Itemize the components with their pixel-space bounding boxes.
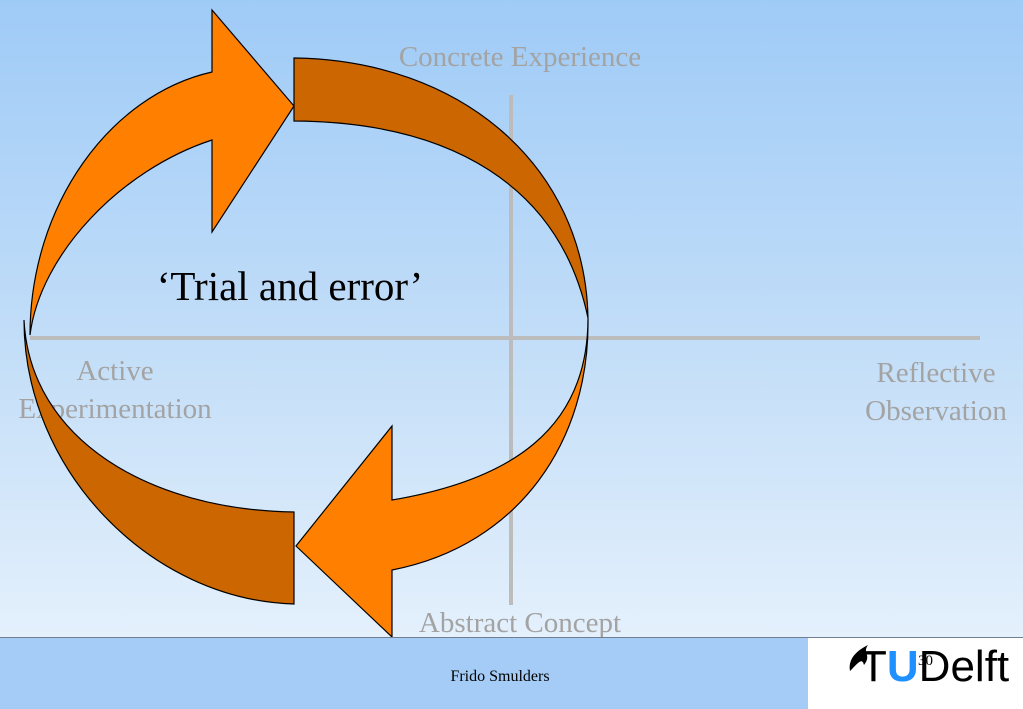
horizontal-axis bbox=[30, 336, 980, 340]
cycle-arrows bbox=[23, 8, 589, 637]
trial-and-error-label: ‘Trial and error’ bbox=[156, 263, 424, 309]
vertical-axis bbox=[509, 95, 513, 605]
flame-icon bbox=[849, 645, 868, 671]
logo-t: T bbox=[860, 642, 887, 691]
page-number: 30 bbox=[918, 653, 933, 669]
logo-u: U bbox=[886, 642, 919, 691]
top-axis-label: Concrete Experience bbox=[398, 41, 642, 73]
slide-canvas: Concrete Experience Abstract Concept Act… bbox=[0, 0, 1023, 637]
upper-arrow bbox=[29, 8, 295, 336]
footer-author: Frido Smulders bbox=[450, 668, 550, 685]
right-axis-label: Reflective Observation bbox=[865, 357, 1007, 427]
footer-bar: Frido Smulders TUDelft 30 bbox=[0, 637, 1023, 709]
lower-arrow bbox=[295, 317, 589, 637]
logo-delft: Delft bbox=[918, 642, 1010, 691]
lower-arrow-back-band bbox=[23, 319, 295, 605]
bottom-axis-label: Abstract Concept bbox=[418, 607, 622, 637]
tu-delft-logo: TUDelft 30 bbox=[808, 638, 1023, 709]
